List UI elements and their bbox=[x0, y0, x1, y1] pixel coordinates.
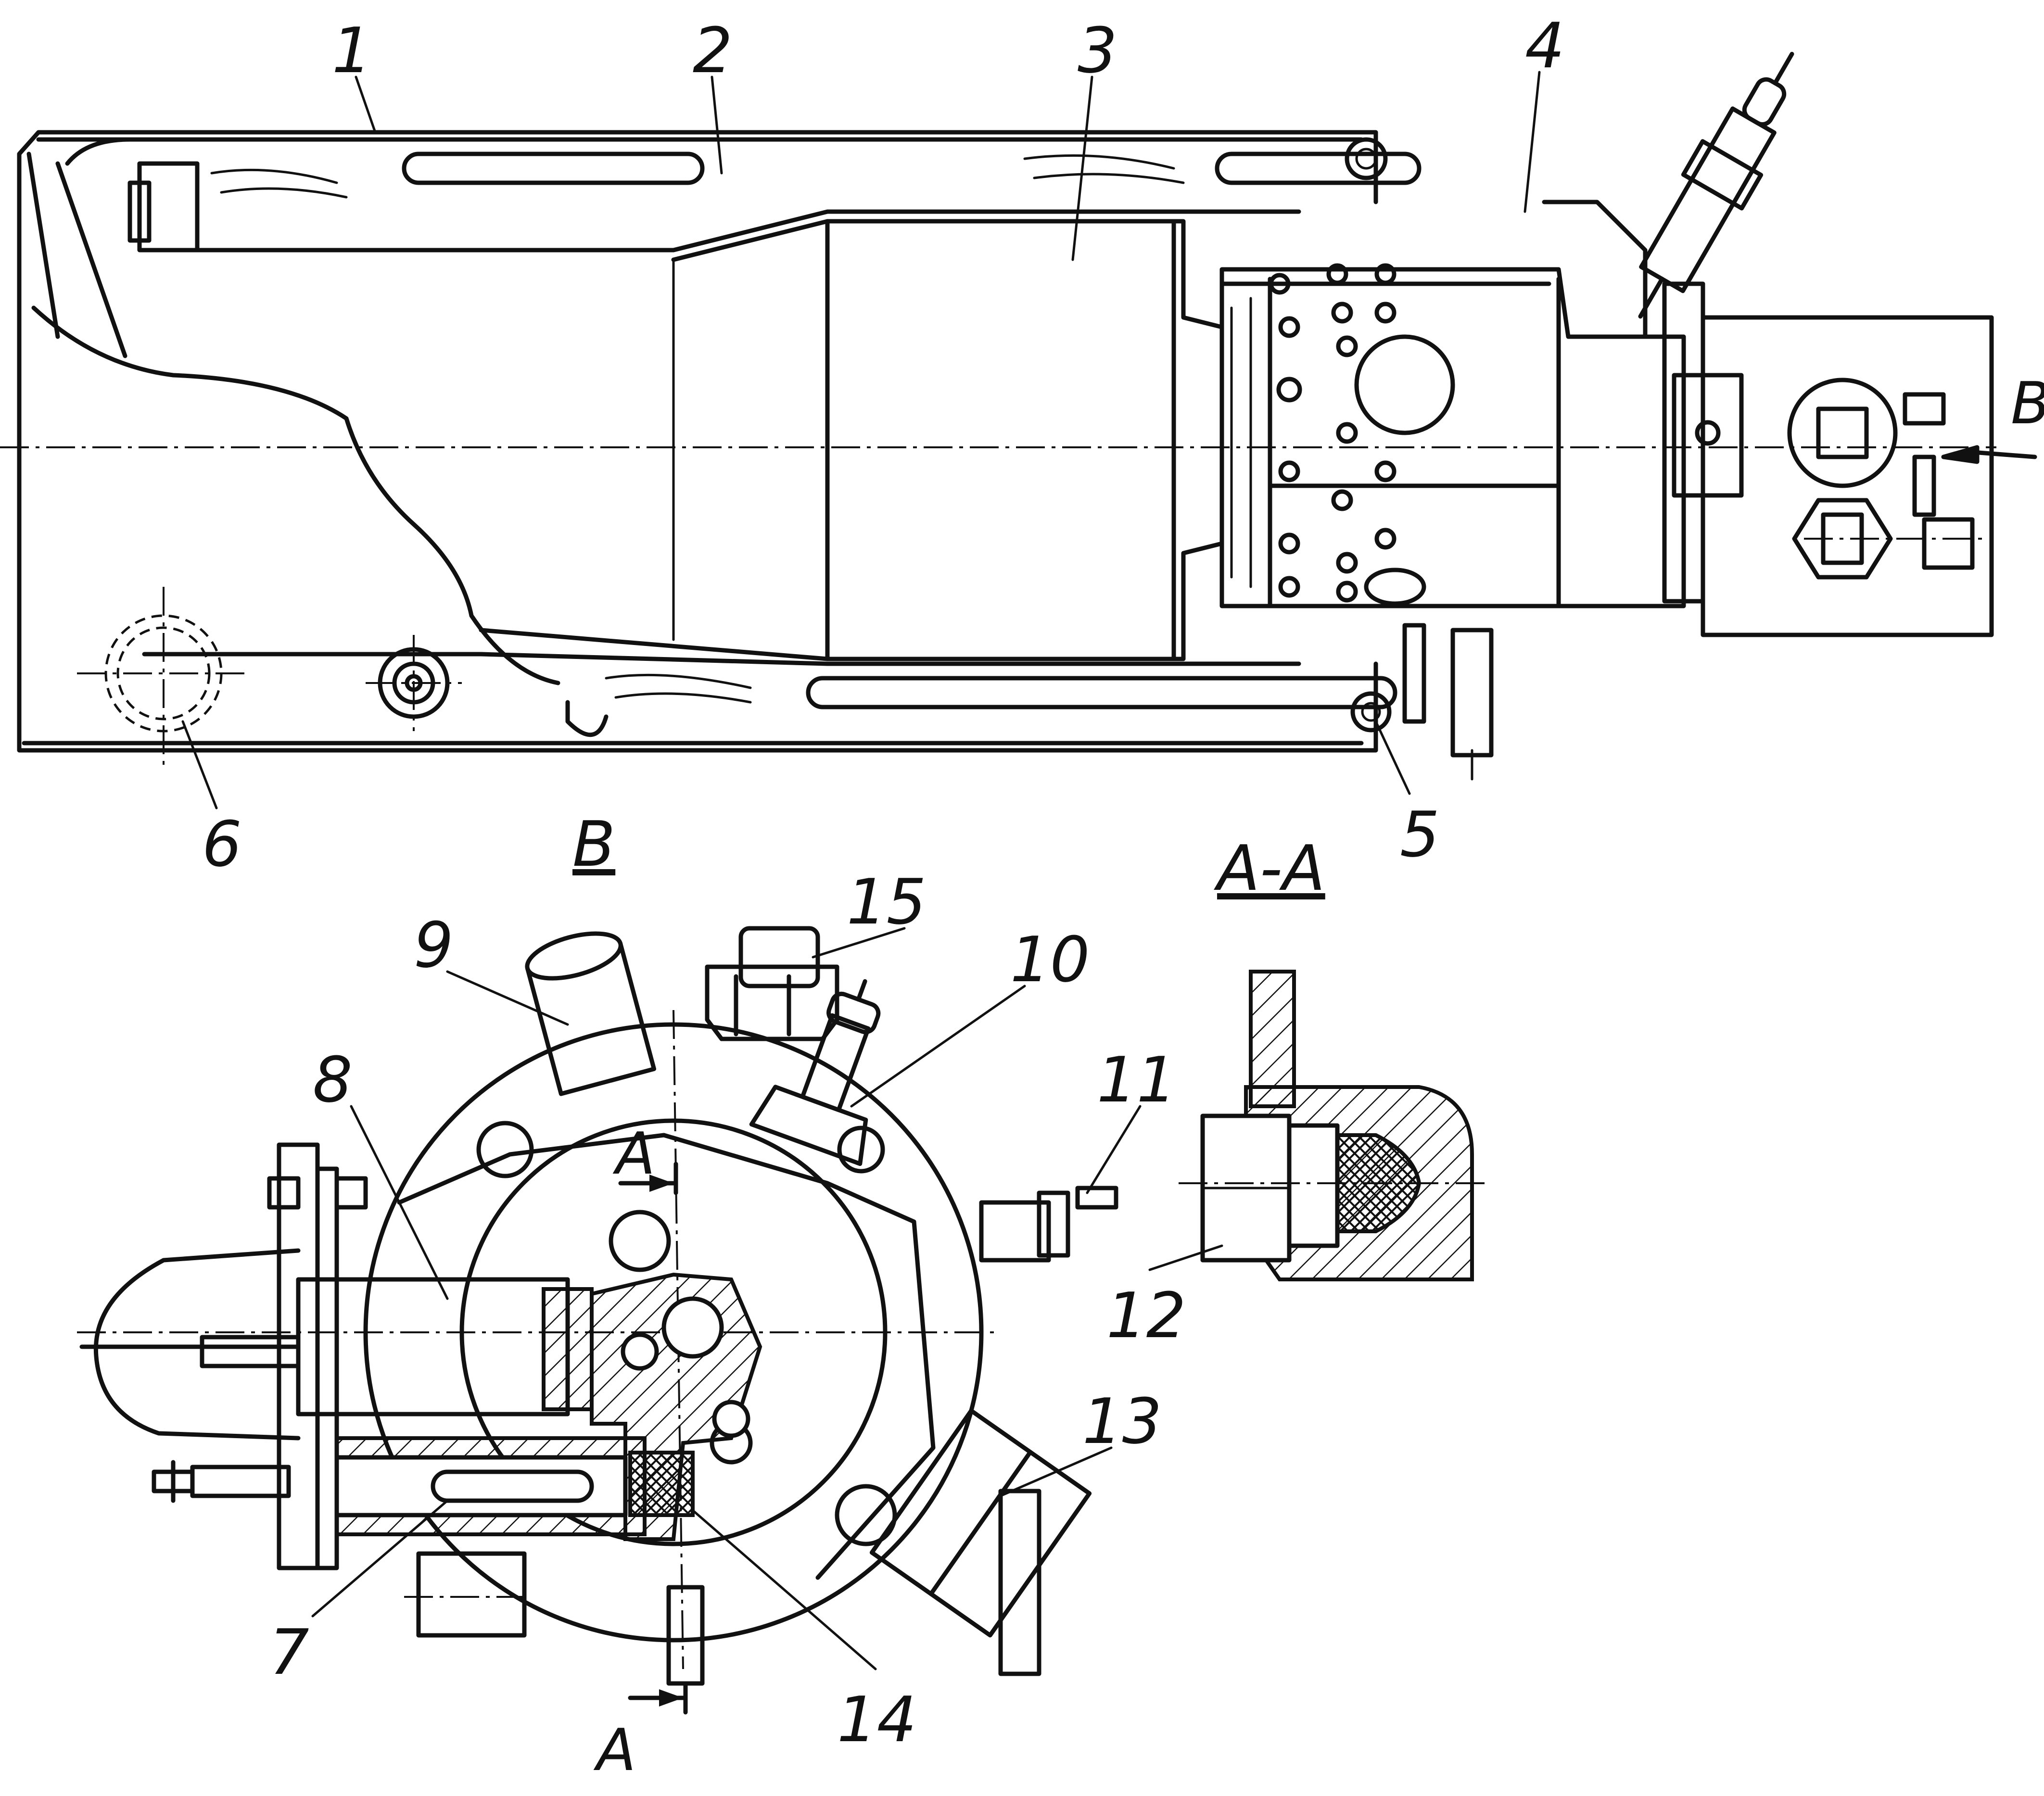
fixing-bolt bbox=[366, 635, 462, 731]
bottom-outlet bbox=[404, 1551, 705, 1686]
callout-11: 11 bbox=[1097, 1043, 1176, 1116]
callout-15: 15 bbox=[847, 865, 926, 938]
callout-9: 9 bbox=[414, 909, 454, 982]
callout-1: 1 bbox=[332, 14, 372, 87]
end-view-b bbox=[77, 926, 1118, 1715]
section-mark-top: A bbox=[612, 1121, 655, 1188]
burner-right-fittings bbox=[1662, 281, 2037, 637]
clamp-bottom bbox=[1350, 691, 1392, 733]
callout-14: 14 bbox=[837, 1683, 916, 1756]
view-b-title: B bbox=[572, 808, 615, 881]
section-a-a bbox=[1179, 970, 1491, 1281]
glow-plug-top bbox=[1638, 51, 1794, 319]
exhaust-bracket bbox=[998, 1489, 1041, 1676]
burner-assembly bbox=[1219, 51, 2037, 637]
coolant-pipe-9 bbox=[525, 931, 657, 1096]
outer-housing-circle bbox=[363, 1022, 984, 1643]
cutaway-breakline bbox=[31, 305, 560, 685]
inner-flange-circle bbox=[459, 1118, 888, 1546]
section-mark-bottom: A bbox=[593, 1717, 636, 1784]
leader-lines bbox=[181, 71, 1541, 1670]
callout-2: 2 bbox=[693, 14, 733, 87]
callout-8: 8 bbox=[313, 1043, 353, 1116]
section-aa-title: A-A bbox=[1214, 832, 1325, 905]
mounting-flange bbox=[397, 1133, 936, 1580]
heater-longitudinal-view bbox=[0, 51, 2037, 781]
filler-cap-15 bbox=[705, 926, 839, 1041]
burner-orifice-grid bbox=[1269, 263, 1455, 606]
glow-plug-10 bbox=[749, 979, 881, 1166]
exhaust-pipe-13 bbox=[869, 1408, 1092, 1638]
callout-5: 5 bbox=[1400, 798, 1440, 871]
callout-3: 3 bbox=[1078, 14, 1117, 87]
callout-6: 6 bbox=[202, 808, 242, 881]
callout-13: 13 bbox=[1082, 1385, 1162, 1458]
callout-4: 4 bbox=[1525, 9, 1565, 82]
clamp-top bbox=[1345, 137, 1388, 180]
fuel-fitting-11 bbox=[979, 1186, 1118, 1263]
callout-10: 10 bbox=[1010, 923, 1090, 996]
callout-labels: 1 2 3 4 5 6 7 8 9 10 11 12 13 14 15 B B … bbox=[202, 9, 2044, 1784]
callout-7: 7 bbox=[269, 1616, 309, 1689]
callout-12: 12 bbox=[1106, 1279, 1186, 1352]
outer-casing bbox=[17, 130, 1378, 753]
lower-drain-nozzle bbox=[1402, 623, 1494, 781]
inlet-port-6 bbox=[77, 587, 250, 770]
section-line-aa bbox=[618, 1162, 688, 1715]
fuel-valve-7 bbox=[152, 1436, 647, 1536]
view-b-arrow-label: B bbox=[2011, 370, 2044, 437]
combustion-chamber bbox=[479, 219, 1224, 661]
heat-exchanger-jacket bbox=[142, 152, 1422, 737]
